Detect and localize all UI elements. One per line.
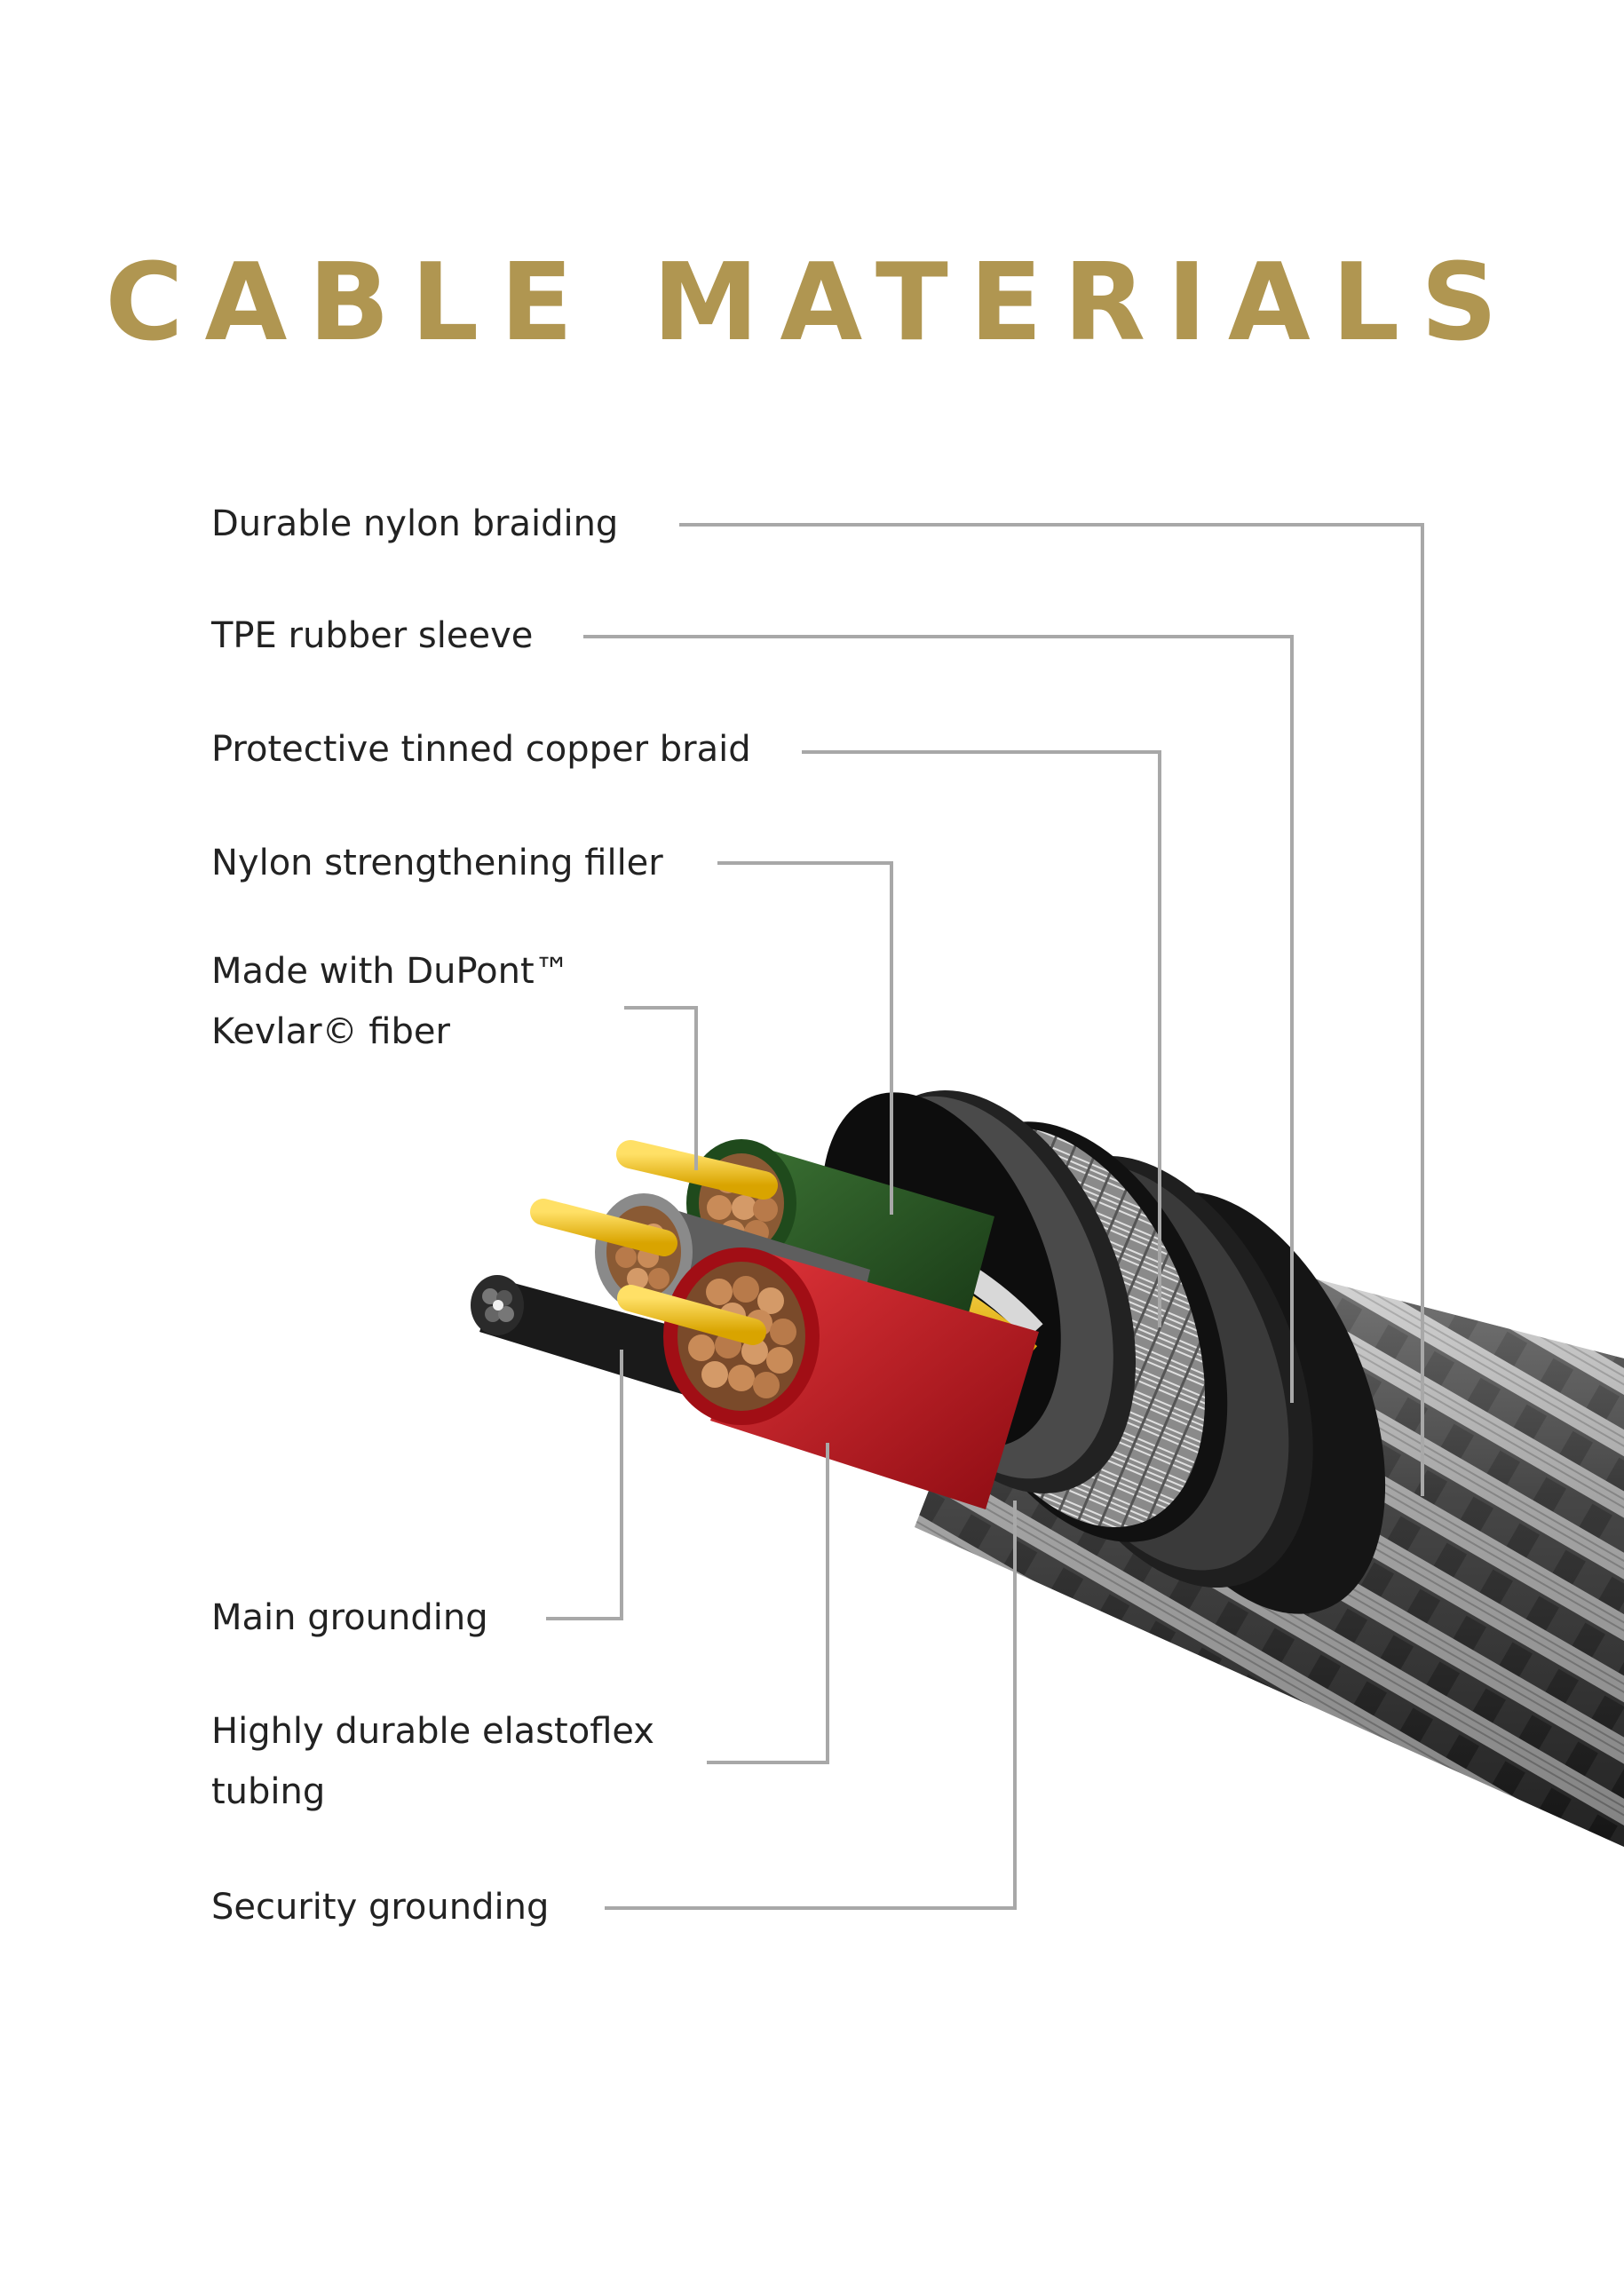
leader-kevlar (624, 1006, 698, 1170)
label-nylon-braiding: Durable nylon braiding (211, 503, 619, 544)
leader-lines (546, 523, 1424, 1910)
leader-nylon-filler (717, 861, 893, 1215)
leader-copper-braid (802, 750, 1161, 1327)
label-security-grounding: Security grounding (211, 1887, 550, 1928)
leader-security-grounding (605, 1501, 1017, 1910)
label-kevlar-line-2: Kevlar© fiber (211, 1011, 450, 1052)
leader-nylon-braiding (679, 523, 1424, 1496)
label-elastoflex-line-1: Highly durable elastoflex (211, 1711, 654, 1752)
leader-tpe-sleeve (583, 635, 1294, 1403)
label-main-grounding: Main grounding (211, 1597, 488, 1638)
label-kevlar-line-1: Made with DuPont™ (211, 951, 570, 992)
label-tpe-sleeve: TPE rubber sleeve (211, 615, 534, 656)
leader-main-grounding (546, 1350, 623, 1620)
leader-elastoflex (707, 1443, 829, 1764)
label-nylon-filler: Nylon strengthening filler (211, 843, 663, 883)
label-copper-braid: Protective tinned copper braid (211, 729, 751, 770)
black-grounding-wire (471, 1275, 728, 1403)
label-elastoflex-line-2: tubing (211, 1771, 326, 1812)
page-title: CABLE MATERIALS (105, 242, 1519, 365)
